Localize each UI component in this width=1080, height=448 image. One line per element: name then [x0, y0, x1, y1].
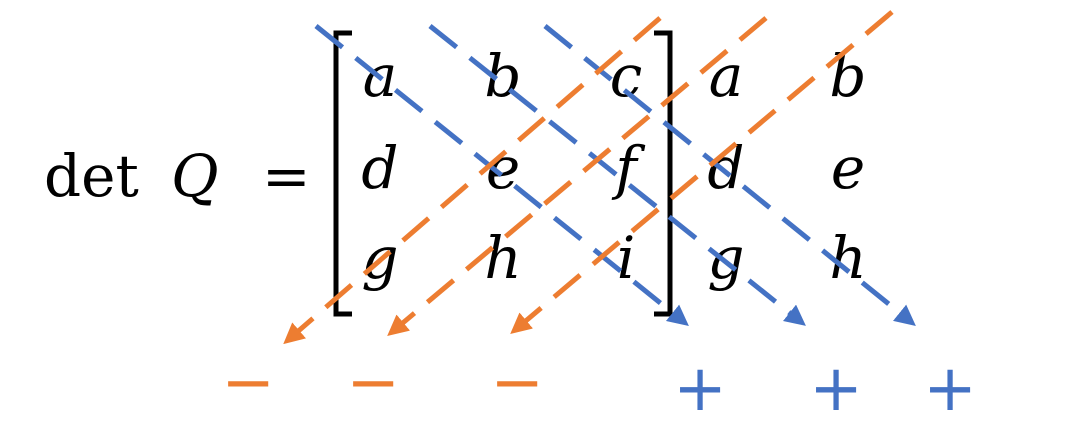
minus-sign-2: − [346, 346, 400, 420]
minus-sign-3: − [490, 346, 544, 420]
positive-diagonal-1 [314, 24, 689, 326]
plus-sign-2: + [809, 352, 863, 426]
negative-diagonal-1 [283, 16, 662, 345]
minus-sign-1: − [221, 346, 275, 420]
matrix-entry-h: h [484, 224, 521, 292]
matrix-entry-i: i [617, 224, 636, 292]
matrix-entry-d: d [361, 134, 398, 202]
extra-entry-b: b [829, 42, 866, 110]
extra-entry-d: d [707, 134, 744, 202]
positive-diagonal-2 [428, 24, 806, 326]
equals-sign: = [262, 142, 311, 210]
positive-diagonal-3 [543, 24, 916, 326]
extra-entry-e: e [831, 134, 865, 202]
det-label: det [44, 142, 139, 210]
negative-diagonal-3 [510, 10, 894, 335]
extra-entry-g: g [707, 224, 744, 292]
plus-sign-3: + [923, 352, 977, 426]
negative-diagonal-2 [387, 16, 768, 337]
right-bracket [654, 30, 673, 317]
left-bracket [333, 30, 352, 317]
plus-sign-1: + [673, 352, 727, 426]
matrix-symbol: Q [171, 142, 219, 210]
